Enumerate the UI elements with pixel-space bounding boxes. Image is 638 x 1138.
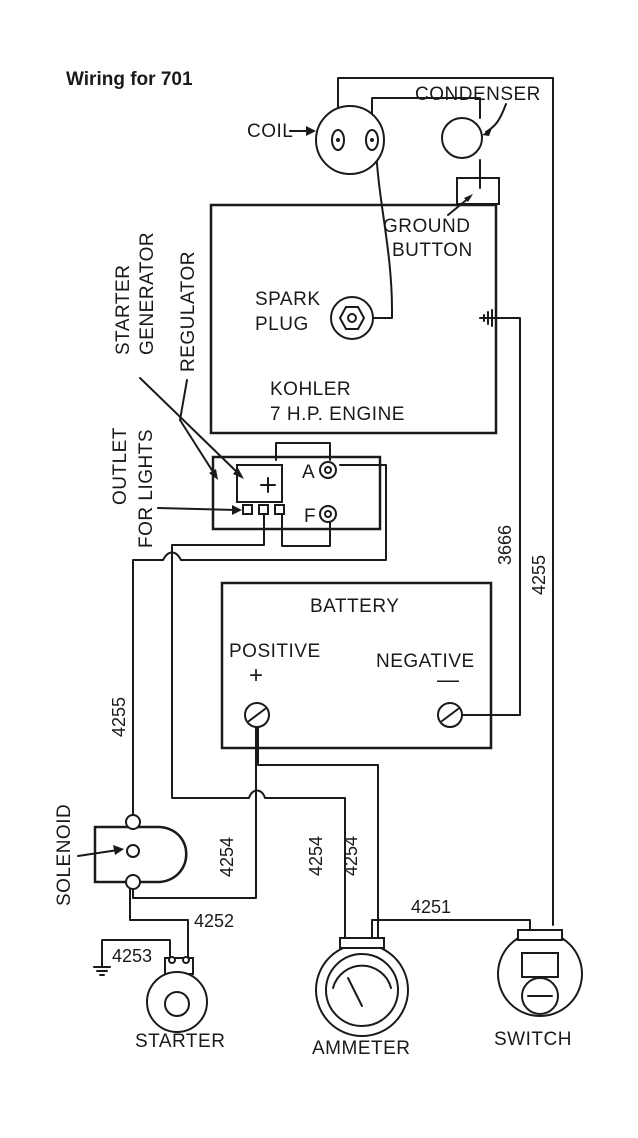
starter-ground-icon [93,966,111,976]
switch-label: SWITCH [494,1029,572,1050]
generator-box [236,464,283,503]
ground-label-1: GROUND [383,216,470,237]
spark-plug-icon [330,296,374,340]
diagram-title: Wiring for 701 [66,69,193,90]
terminal-a-label: A [302,462,315,483]
negative-sign: — [437,667,460,692]
solenoid-label: SOLENOID [54,804,75,906]
solenoid-arrowhead [113,845,124,855]
ammeter-label: AMMETER [312,1038,411,1059]
wire-engine-ground-to-negative [454,317,521,716]
sparkplug-label-2: PLUG [255,314,309,335]
wire-starter-ground [101,939,171,967]
wire-label-4253: 4253 [112,946,152,966]
regulator-box [211,455,382,531]
outlet-label-1: OUTLET [110,427,131,505]
outlet-arrow [157,507,237,511]
engine-box [209,203,498,435]
wire-ammeter-to-switch [371,919,531,946]
condenser-arrowhead [482,128,492,136]
ground-label-2: BUTTON [392,240,473,261]
terminal-a [319,461,337,479]
condenser-icon [441,117,483,159]
wire-generator-to-ammeter [171,509,346,943]
wire-coil-to-sparkplug [367,146,393,319]
generator-arrow [139,377,241,476]
positive-label: POSITIVE [229,641,321,662]
terminal-f [319,505,337,523]
regulator-label: REGULATOR [178,251,199,372]
wire-label-4254-solenoid: 4254 [217,837,237,877]
regulator-arrow [179,379,216,476]
outlet-arrowhead [232,505,242,515]
ground-button [456,177,500,205]
negative-label: NEGATIVE [376,651,475,672]
engine-label-2: 7 H.P. ENGINE [270,404,405,425]
terminal-f-label: F [304,506,316,527]
condenser-label: CONDENSER [415,84,541,105]
switch-icon [497,929,583,1017]
starter-icon [146,956,208,1033]
wire-label-4255-right: 4255 [529,555,549,595]
coil-label: COIL [247,121,293,142]
battery-label: BATTERY [310,596,399,617]
outlet-label-2: FOR LIGHTS [136,429,157,548]
negative-terminal [437,702,463,728]
coil-arrowhead [306,126,316,136]
wire-label-4254-ammeter-a: 4254 [306,836,326,876]
wires [101,77,554,967]
ammeter-icon [315,937,409,1037]
wire-solenoid-to-starter [129,883,189,961]
engine-label-1: KOHLER [270,379,351,400]
starter-label: STARTER [135,1031,225,1052]
wire-positive-to-ammeter [257,724,379,943]
engine-ground-icon [479,309,493,327]
regulator-arrowhead [209,469,218,480]
sparkplug-label-1: SPARK [255,289,321,310]
wire-regulator-to-solenoid [132,464,387,821]
wire-label-4251: 4251 [411,897,451,917]
wire-coil-to-switch [337,77,554,926]
battery-box [220,581,493,750]
wire-positive-to-solenoid [132,724,257,899]
solenoid-icon [93,814,188,890]
wire-label-4254-ammeter-b: 4254 [341,836,361,876]
condenser-arrow [485,103,507,133]
generator-arrowhead [233,468,244,479]
wire-label-3666: 3666 [495,525,515,565]
positive-sign: + [249,662,264,689]
solenoid-arrow [77,849,119,857]
wire-label-4255-left: 4255 [109,697,129,737]
outlet-terminals [242,504,285,515]
coil-icon [315,105,385,175]
starter-generator-label-1: STARTER [113,265,134,355]
wire-label-4252: 4252 [194,911,234,931]
wire-regulator-link [275,442,331,461]
positive-terminal [244,702,270,728]
starter-generator-label-2: GENERATOR [137,232,158,355]
ground-button-arrowhead [464,194,473,202]
